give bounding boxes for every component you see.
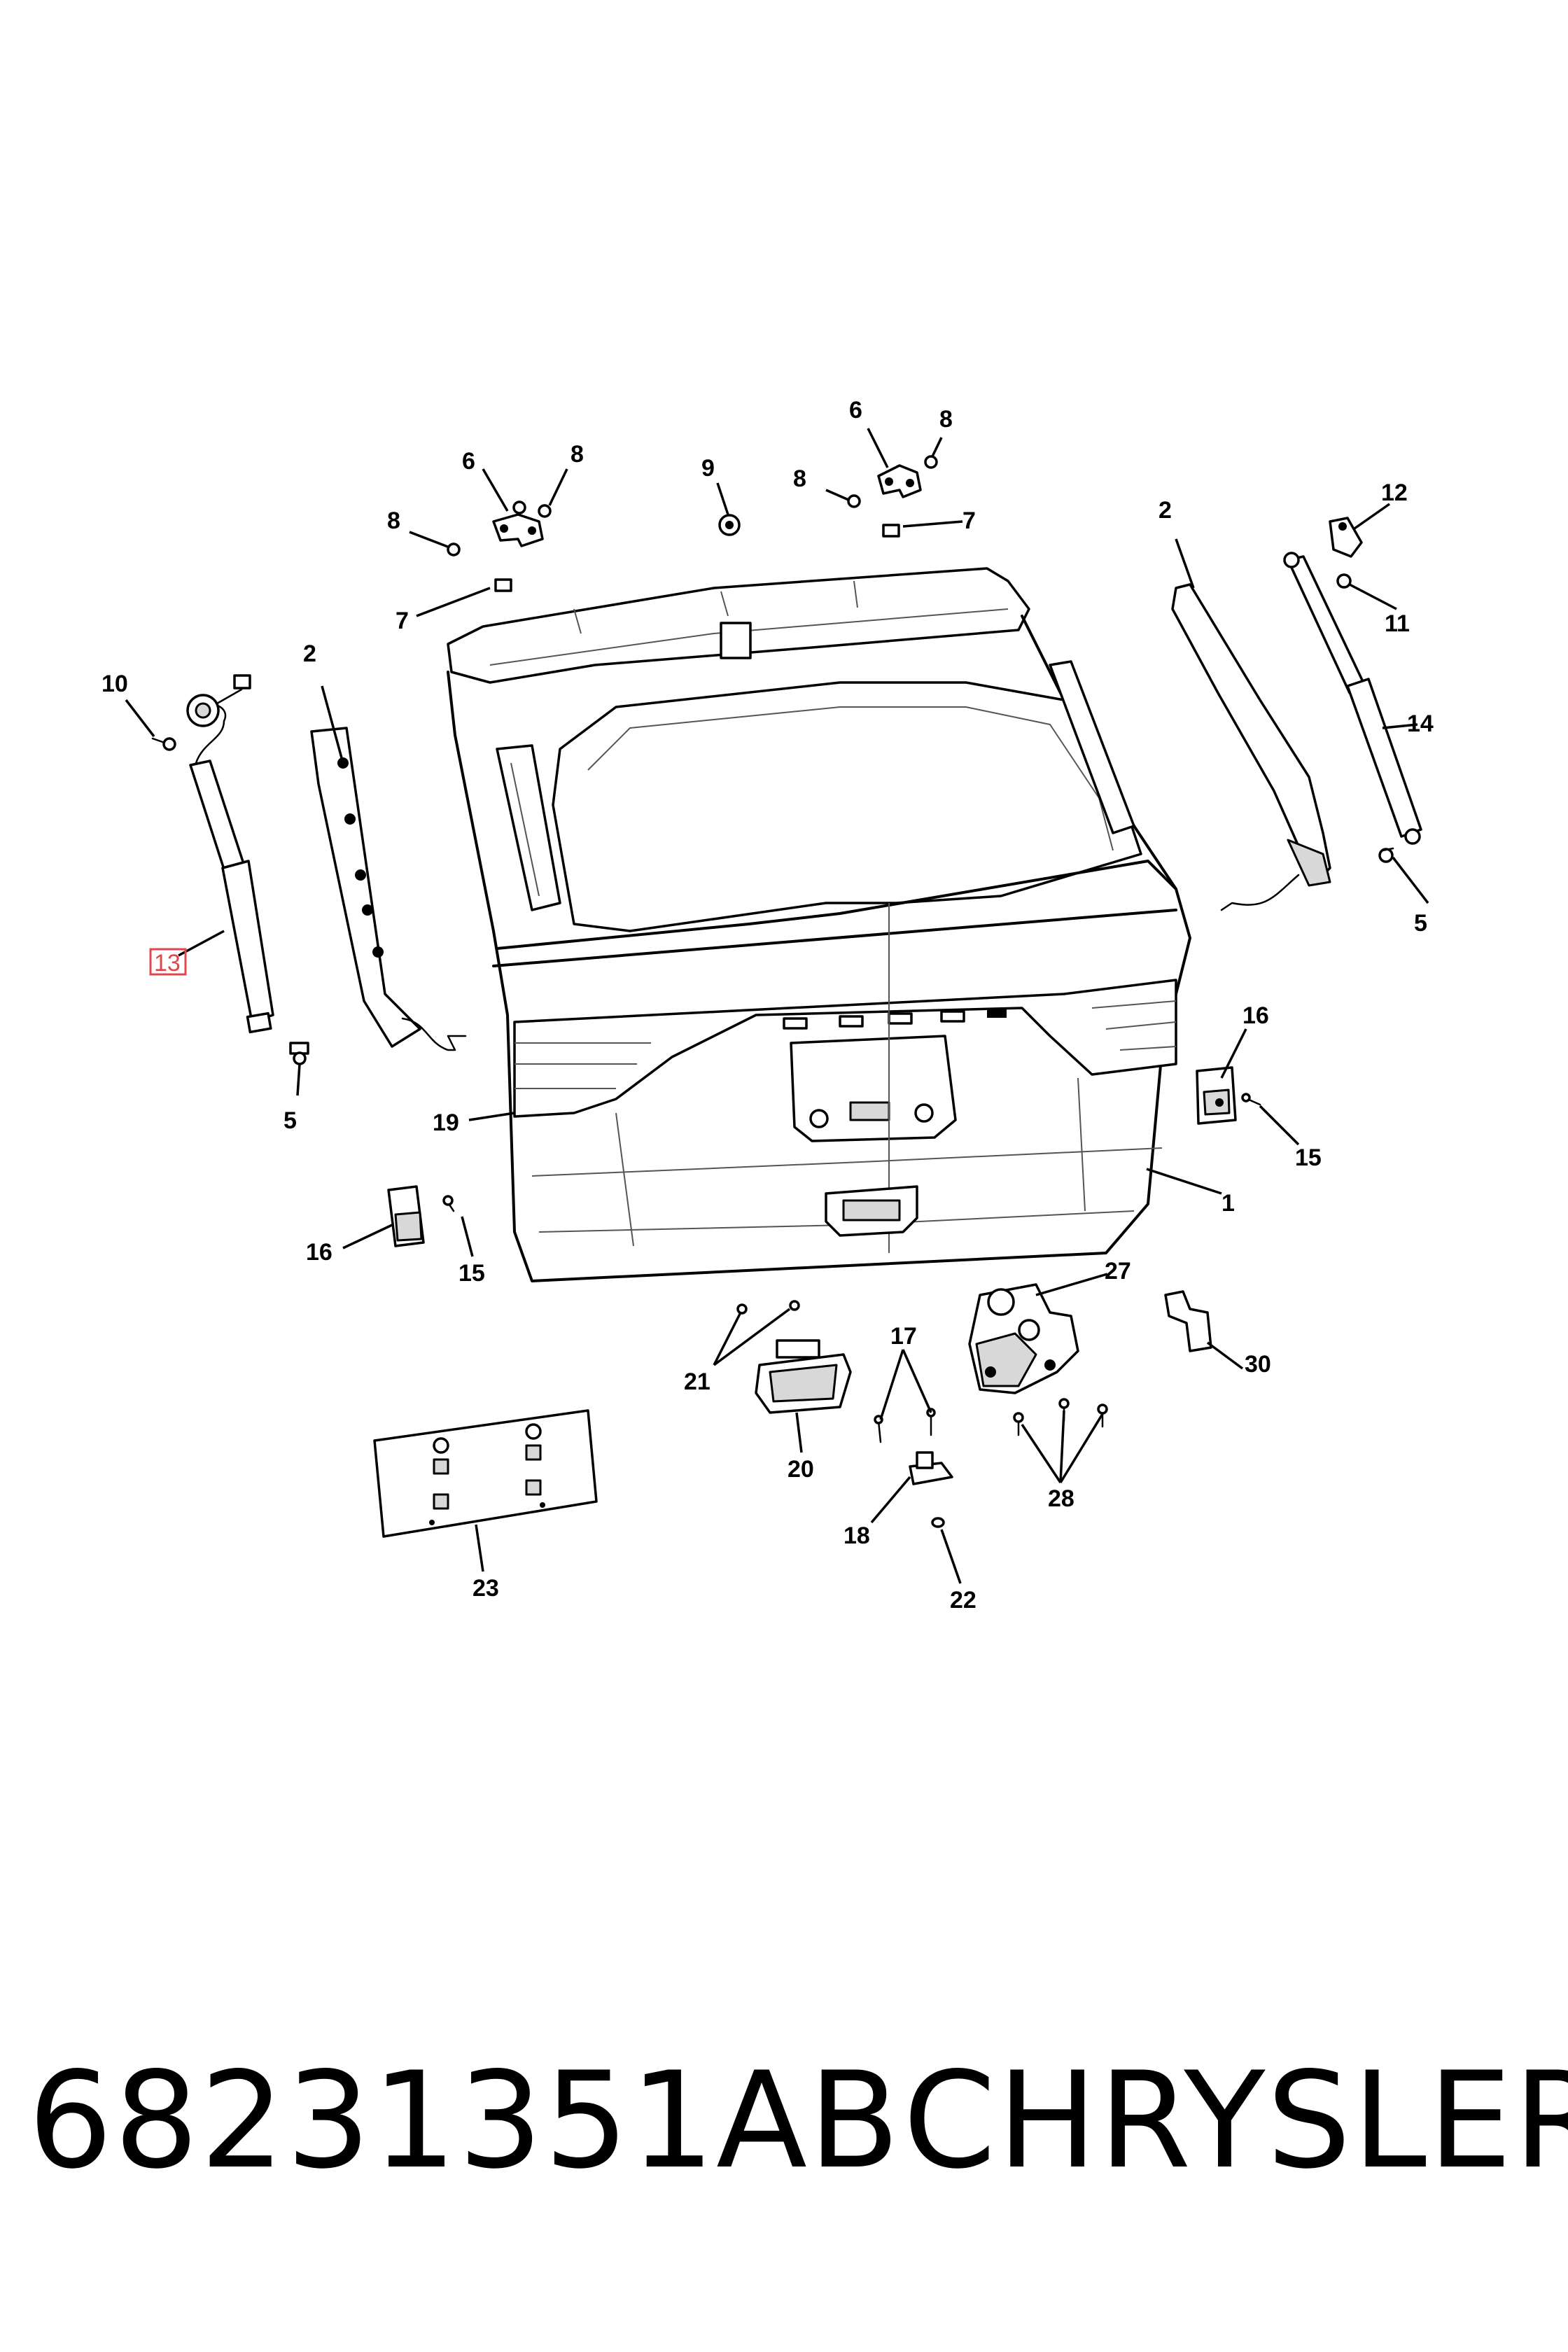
part-number: 68231351AB (28, 2043, 902, 2198)
ball-stud-5-left (289, 1042, 309, 1065)
callout-16-left: 16 (306, 1239, 332, 1266)
callout-13-highlighted[interactable]: 13 (154, 950, 181, 976)
highlight-box-13 (149, 948, 187, 976)
hinge-bracket-12 (1329, 517, 1363, 558)
bolt-8-d (924, 455, 938, 469)
brand-name: CHRYSLER (903, 2043, 1568, 2198)
callout-1: 1 (1222, 1190, 1235, 1217)
handle-20 (755, 1339, 852, 1414)
right-liftgate-strut (1283, 552, 1422, 845)
callout-19: 19 (433, 1110, 459, 1136)
bolt-8-b (538, 504, 552, 518)
callout-8-b: 8 (570, 441, 584, 468)
bracket-18 (909, 1451, 953, 1485)
bumper-16-left (387, 1185, 425, 1247)
rivets-17 (874, 1408, 936, 1443)
bumper-16-right (1196, 1066, 1237, 1125)
callout-12: 12 (1381, 479, 1408, 506)
callout-8-c: 8 (793, 465, 806, 492)
screws-21 (736, 1300, 800, 1315)
callout-5-left: 5 (284, 1107, 297, 1134)
callout-6-left: 6 (462, 448, 475, 475)
callout-15-right: 15 (1295, 1144, 1322, 1171)
callout-22: 22 (950, 1587, 976, 1614)
ball-stud-5-right (1378, 847, 1394, 863)
callout-28: 28 (1048, 1485, 1074, 1512)
left-glass-rail (310, 727, 467, 1051)
callout-leaders (125, 428, 1429, 1584)
bolt-10 (151, 737, 176, 751)
callout-18: 18 (844, 1522, 870, 1549)
callout-16-right: 16 (1242, 1002, 1269, 1029)
callout-8-a: 8 (387, 507, 400, 534)
washer-22 (931, 1517, 945, 1528)
right-glass-rail (1171, 583, 1331, 911)
callout-17: 17 (890, 1323, 917, 1350)
callout-5-right: 5 (1414, 910, 1427, 937)
screw-15-left (442, 1195, 455, 1212)
callout-11: 11 (1385, 610, 1410, 637)
plate-bracket-23 (373, 1409, 598, 1538)
callout-23: 23 (472, 1575, 499, 1602)
bolts-28 (1013, 1398, 1108, 1436)
left-liftgate-strut (186, 674, 274, 1034)
callout-2-right: 2 (1158, 497, 1172, 524)
callout-7-right: 7 (962, 507, 976, 534)
striker-30 (1164, 1290, 1212, 1352)
screw-15-right (1241, 1093, 1261, 1106)
latch-27 (968, 1283, 1079, 1394)
callout-20: 20 (788, 1456, 814, 1483)
hinge-6-right (877, 464, 922, 498)
callout-10: 10 (102, 671, 128, 697)
nut-7-left (494, 578, 512, 592)
nut-7-right (882, 524, 900, 538)
callout-8-d: 8 (939, 406, 953, 433)
callout-2-left: 2 (303, 640, 316, 667)
callout-9: 9 (701, 455, 715, 482)
liftgate-panel (447, 567, 1191, 1282)
callout-6-right: 6 (849, 397, 862, 424)
callout-14: 14 (1407, 710, 1434, 737)
bolt-8-c (847, 494, 861, 508)
callout-labels: 1 2 2 5 5 6 6 7 7 8 8 8 8 9 10 11 12 13 … (102, 397, 1434, 1614)
grommet-9 (718, 514, 741, 536)
callout-21: 21 (684, 1368, 710, 1395)
callout-27: 27 (1105, 1258, 1131, 1284)
callout-30: 30 (1245, 1351, 1271, 1378)
callout-7-left: 7 (396, 608, 409, 634)
hinge-6-left (492, 500, 544, 547)
bolt-11 (1336, 573, 1352, 589)
bolt-8-a (447, 542, 461, 556)
callout-15-left: 15 (458, 1260, 485, 1287)
